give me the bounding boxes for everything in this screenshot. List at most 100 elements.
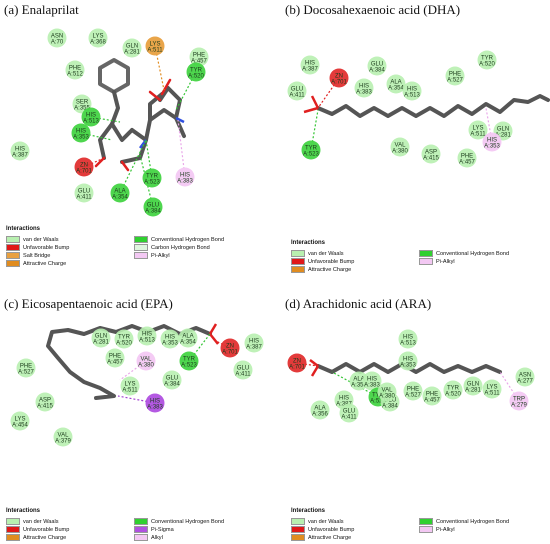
residue-name: HIS [150, 399, 160, 405]
residue-disc [105, 348, 125, 368]
residue-disc [354, 78, 374, 98]
residue-name: ASN [519, 373, 531, 379]
residue-id: A:384 [145, 209, 161, 215]
panel-c-title: (c) Eicosapentaenoic acid (EPA) [4, 296, 173, 311]
residue-disc [300, 55, 320, 75]
residue-node: ZNA:701 [74, 157, 94, 177]
residue-name: GLN [467, 382, 479, 388]
residue-disc [137, 326, 157, 346]
legend-item: Salt Bridge [6, 252, 50, 259]
residue-name: TYR [481, 56, 494, 62]
residue-disc [16, 358, 36, 378]
residue-disc [145, 393, 165, 413]
interaction-line [310, 109, 319, 151]
legend-swatch [134, 526, 148, 533]
legend-label: Alkyl [151, 534, 163, 541]
residue-disc [310, 400, 330, 420]
residue-name: VAL [141, 357, 153, 363]
residue-node: ZNA:701 [287, 353, 307, 373]
residue-name: GLU [343, 409, 355, 415]
legend-label: Attractive Charge [308, 266, 352, 273]
residue-disc [301, 140, 321, 160]
legend-item: van der Waals [6, 518, 59, 525]
legend-swatch [6, 518, 20, 525]
legend-item: Unfavorable Bump [291, 526, 354, 533]
legend-label: Conventional Hydrogen Bond [151, 518, 225, 525]
legend-swatch [6, 260, 20, 267]
residue-id: A:513 [404, 93, 420, 99]
residue-name: GLU [371, 62, 383, 68]
residue-id: A:512 [67, 72, 83, 78]
residue-id: A:387 [336, 402, 352, 408]
residue-disc [339, 403, 359, 423]
residue-disc [445, 66, 465, 86]
residue-name: HIS [165, 335, 175, 341]
residue-name: LYS [487, 385, 498, 391]
legend-swatch [291, 258, 305, 265]
legend-swatch [419, 518, 433, 525]
residue-disc [189, 47, 209, 67]
residue-name: PHE [109, 354, 121, 360]
residue-id: A:355 [74, 106, 90, 112]
residue-name: HIS [305, 61, 315, 67]
legend-swatch [291, 518, 305, 525]
residue-name: LYS [125, 382, 136, 388]
legend-item: Unfavorable Bump [291, 258, 354, 265]
residue-id: A:384 [369, 68, 385, 74]
residue-disc [398, 329, 418, 349]
residue-name: PHE [461, 154, 473, 160]
residue-id: A:513 [400, 341, 416, 347]
residue-name: ALA [353, 377, 364, 383]
interaction-line [296, 362, 319, 367]
residue-id: A:411 [76, 195, 92, 201]
residue-name: ALA [182, 334, 193, 340]
interaction-line [119, 139, 147, 194]
residue-name: LYS [473, 126, 484, 132]
residue-id: A:368 [90, 40, 106, 46]
legend-label: Unfavorable Bump [308, 526, 355, 533]
residue-name: HIS [359, 84, 369, 90]
legend-swatch [291, 526, 305, 533]
residue-name: ASN [51, 34, 63, 40]
residue-id: A:281 [495, 133, 511, 139]
residue-name: ALA [314, 406, 325, 412]
residue-id: A:513 [139, 338, 155, 344]
residue-id: A:353 [73, 135, 89, 141]
residue-disc [110, 183, 130, 203]
residue-name: HIS [180, 173, 190, 179]
legend-label: Pi-Alkyl [436, 526, 455, 533]
residue-id: A:513 [83, 119, 99, 125]
residue-name: ALA [114, 189, 125, 195]
residue-id: A:380 [138, 363, 154, 369]
residue-disc [386, 74, 406, 94]
residue-disc [179, 351, 199, 371]
residue-disc [122, 38, 142, 58]
residue-id: A:411 [235, 372, 251, 378]
legend-item: Attractive Charge [291, 534, 351, 541]
residue-name: GLN [95, 334, 107, 340]
residue-id: A:70 [51, 40, 64, 46]
residue-name: ZN [335, 74, 343, 80]
residue-name: ASP [39, 398, 51, 404]
residue-disc [35, 392, 55, 412]
